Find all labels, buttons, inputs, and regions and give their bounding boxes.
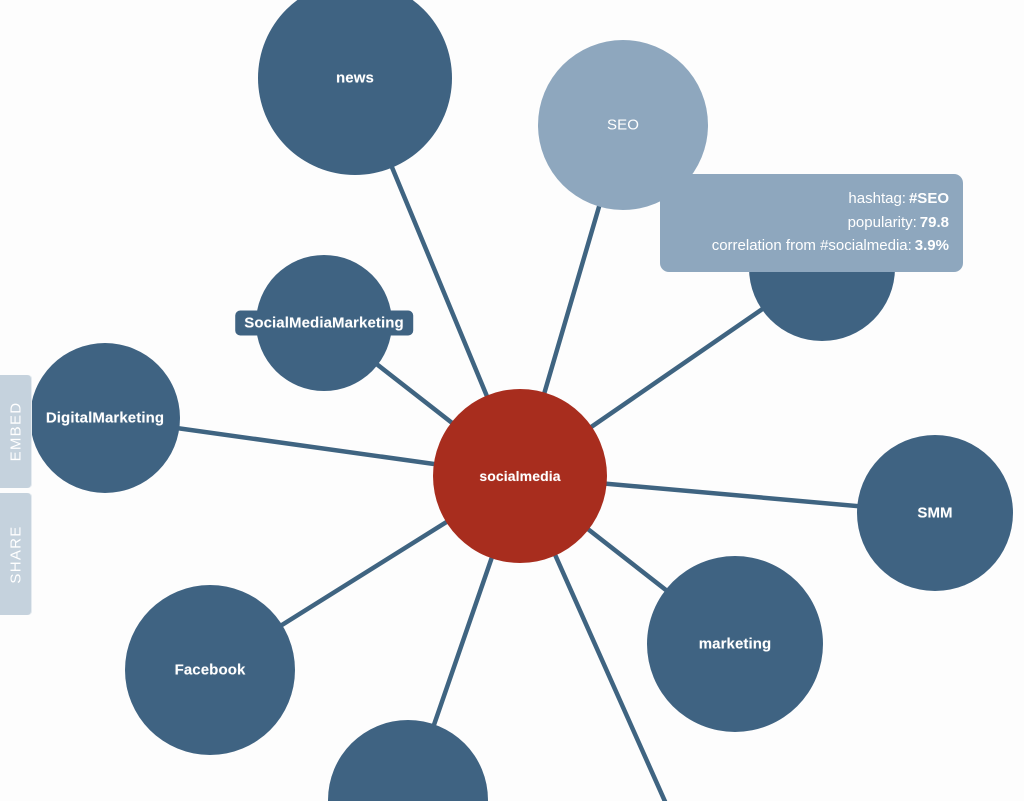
side-tab-share-label: SHARE: [7, 524, 25, 584]
tooltip-key: correlation from #socialmedia:: [711, 237, 912, 255]
tooltip-row: correlation from #socialmedia:3.9%: [674, 234, 949, 258]
graph-nodes-layer: [30, 0, 1013, 801]
graph-node-news[interactable]: [258, 0, 452, 175]
graph-node-SEO[interactable]: [538, 40, 708, 210]
node-tooltip: hashtag:#SEO popularity:79.8 correlation…: [660, 174, 963, 273]
tooltip-value: 3.9%: [914, 237, 949, 255]
graph-node-bottom-center[interactable]: [328, 720, 488, 801]
side-tab-embed[interactable]: EMBED: [0, 375, 32, 488]
tooltip-value: 79.8: [919, 213, 949, 231]
tooltip-key: hashtag:: [848, 190, 906, 207]
tooltip-row: hashtag:#SEO: [674, 187, 949, 211]
graph-node-SMM[interactable]: [857, 435, 1013, 591]
tooltip-value: #SEO: [908, 190, 949, 207]
tooltip-key: popularity:: [847, 213, 917, 231]
graph-node-SocialMediaMarketing[interactable]: [256, 255, 392, 391]
side-tab-share[interactable]: SHARE: [0, 493, 32, 615]
graph-node-Facebook[interactable]: [125, 585, 295, 755]
graph-node-DigitalMarketing[interactable]: [30, 343, 180, 493]
graph-node-marketing[interactable]: [647, 556, 823, 732]
tooltip-row: popularity:79.8: [674, 211, 949, 235]
graph-node-socialmedia[interactable]: [433, 389, 607, 563]
side-tab-embed-label: EMBED: [7, 401, 25, 462]
